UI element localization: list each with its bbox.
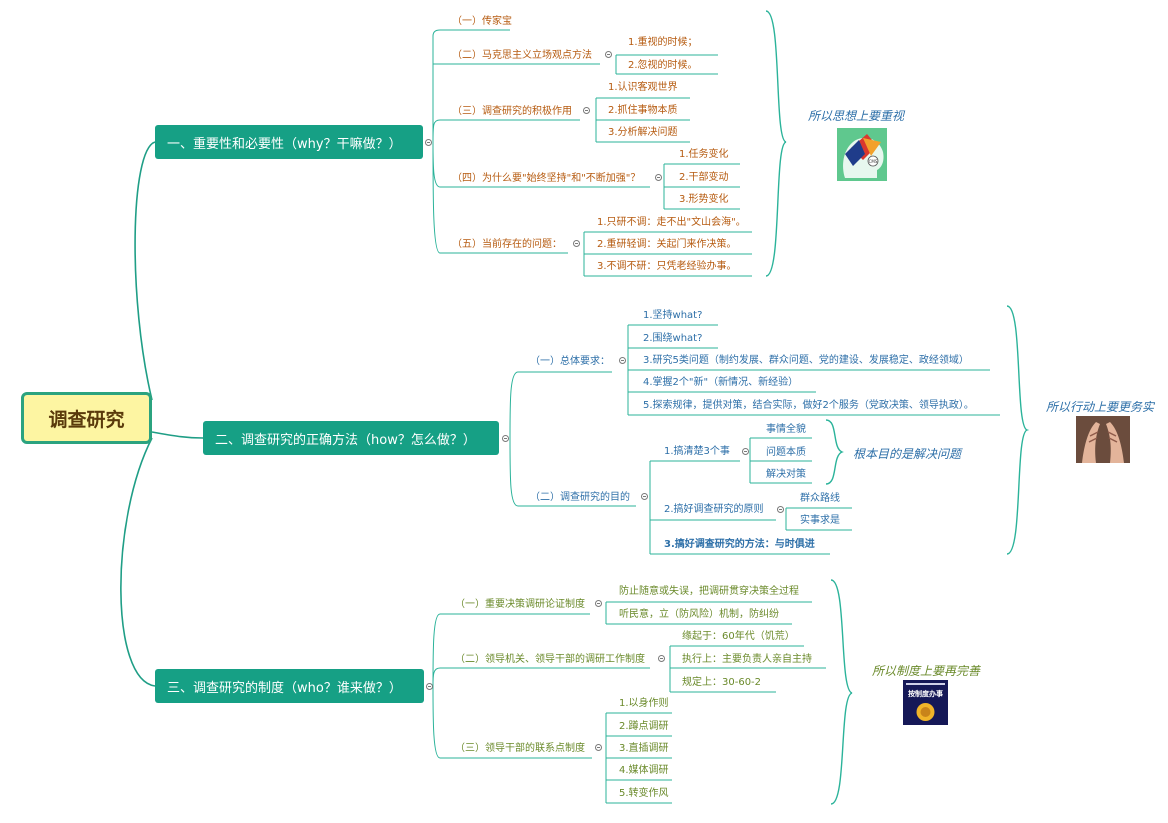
note-s1: 所以思想上要重视 bbox=[808, 109, 905, 123]
main-topic-methods[interactable]: 二、调查研究的正确方法（how？怎么做？） bbox=[203, 421, 499, 455]
topic-s1-3[interactable]: （三）调查研究的积极作用 bbox=[452, 106, 572, 117]
topic-s3-2-3[interactable]: 规定上：30-60-2 bbox=[682, 677, 762, 688]
topic-s2-2-1[interactable]: 1.搞清楚3个事 bbox=[664, 446, 730, 457]
topic-s2-1-2[interactable]: 2.围绕what? bbox=[643, 333, 703, 344]
collapse-toggle-icon[interactable] bbox=[641, 493, 648, 500]
collapse-toggle-icon[interactable] bbox=[583, 107, 590, 114]
topic-s1-5-3[interactable]: 3.不调不研：只凭老经验办事。 bbox=[597, 261, 737, 272]
main-topic-importance[interactable]: 一、重要性和必要性（why？干嘛做？） bbox=[155, 125, 423, 159]
root-topic[interactable]: 调查研究 bbox=[21, 392, 152, 444]
topic-s2-2-2[interactable]: 2.搞好调查研究的原则 bbox=[664, 504, 764, 515]
topic-s1-1[interactable]: （一）传家宝 bbox=[452, 16, 512, 27]
topic-s1-2[interactable]: （二）马克思主义立场观点方法 bbox=[452, 50, 592, 61]
topic-s3-3-2[interactable]: 2.蹲点调研 bbox=[619, 721, 669, 732]
topic-s2-1-5[interactable]: 5.探索规律，提供对策，结合实际，做好2个服务（党政决策、领导执政）。 bbox=[643, 400, 974, 411]
collapse-toggle-icon[interactable] bbox=[742, 448, 749, 455]
topic-s3-2-1[interactable]: 缘起于：60年代（饥荒） bbox=[682, 631, 795, 642]
topic-s1-2-1[interactable]: 1.重视的时候； bbox=[628, 37, 698, 48]
topic-s1-5-1[interactable]: 1.只研不调：走不出"文山会海"。 bbox=[597, 217, 746, 228]
topic-s3-3[interactable]: （三）领导干部的联系点制度 bbox=[455, 743, 585, 754]
topic-s1-3-2[interactable]: 2.抓住事物本质 bbox=[608, 105, 678, 116]
topic-s2-1[interactable]: （一）总体要求： bbox=[530, 356, 610, 367]
rules-book-image: 按制度办事 bbox=[903, 680, 948, 725]
collapse-toggle-icon[interactable] bbox=[777, 506, 784, 513]
brain-illustration-image: CMS bbox=[837, 128, 887, 181]
collapse-toggle-icon[interactable] bbox=[426, 683, 433, 690]
topic-s1-5[interactable]: （五）当前存在的问题： bbox=[452, 239, 562, 250]
topic-s1-4-2[interactable]: 2.干部变动 bbox=[679, 172, 729, 183]
topic-s1-3-3[interactable]: 3.分析解决问题 bbox=[608, 127, 678, 138]
img1-caption: CMS bbox=[869, 159, 878, 164]
topic-s2-1-1[interactable]: 1.坚持what? bbox=[643, 310, 703, 321]
topic-s1-3-1[interactable]: 1.认识客观世界 bbox=[608, 82, 678, 93]
topic-s3-3-5[interactable]: 5.转变作风 bbox=[619, 788, 669, 799]
collapse-toggle-icon[interactable] bbox=[595, 744, 602, 751]
topic-s2-2[interactable]: （二）调查研究的目的 bbox=[530, 492, 630, 503]
topic-s1-5-2[interactable]: 2.重研轻调：关起门来作决策。 bbox=[597, 239, 737, 250]
hands-photo-image bbox=[1076, 416, 1130, 463]
main-topic-system[interactable]: 三、调查研究的制度（who？谁来做？） bbox=[155, 669, 424, 703]
collapse-toggle-icon[interactable] bbox=[573, 240, 580, 247]
collapse-toggle-icon[interactable] bbox=[425, 139, 432, 146]
note-s3: 所以制度上要再完善 bbox=[872, 664, 981, 678]
topic-s2-2-3[interactable]: 3.搞好调查研究的方法：与时俱进 bbox=[664, 539, 815, 550]
topic-s1-2-2[interactable]: 2.忽视的时候。 bbox=[628, 60, 698, 71]
topic-s3-3-3[interactable]: 3.直插调研 bbox=[619, 743, 669, 754]
topic-s1-4-1[interactable]: 1.任务变化 bbox=[679, 149, 729, 160]
collapse-toggle-icon[interactable] bbox=[655, 174, 662, 181]
note-s2: 所以行动上要更务实 bbox=[1046, 400, 1155, 414]
topic-s2-1-4[interactable]: 4.掌握2个"新"（新情况、新经验） bbox=[643, 377, 799, 388]
topic-s2-1-3[interactable]: 3.研究5类问题（制约发展、群众问题、党的建设、发展稳定、政经领域） bbox=[643, 355, 969, 366]
topic-s3-3-1[interactable]: 1.以身作则 bbox=[619, 698, 669, 709]
topic-s2-2-1-1[interactable]: 事情全貌 bbox=[766, 424, 806, 435]
topic-s1-4[interactable]: （四）为什么要"始终坚持"和"不断加强"？ bbox=[452, 173, 641, 184]
topic-s2-2-2-1[interactable]: 群众路线 bbox=[800, 493, 840, 504]
collapse-toggle-icon[interactable] bbox=[658, 655, 665, 662]
collapse-toggle-icon[interactable] bbox=[619, 357, 626, 364]
note-s2-purpose: 根本目的是解决问题 bbox=[853, 447, 962, 461]
topic-s1-4-3[interactable]: 3.形势变化 bbox=[679, 194, 729, 205]
topic-s3-2[interactable]: （二）领导机关、领导干部的调研工作制度 bbox=[455, 654, 645, 665]
collapse-toggle-icon[interactable] bbox=[502, 435, 509, 442]
topic-s3-1[interactable]: （一）重要决策调研论证制度 bbox=[455, 599, 585, 610]
img3-caption: 按制度办事 bbox=[908, 689, 943, 698]
topic-s2-2-1-2[interactable]: 问题本质 bbox=[766, 447, 806, 458]
topic-s3-1-2[interactable]: 听民意，立（防风险）机制，防纠纷 bbox=[619, 609, 779, 620]
topic-s2-2-2-2[interactable]: 实事求是 bbox=[800, 515, 840, 526]
collapse-toggle-icon[interactable] bbox=[605, 51, 612, 58]
collapse-toggle-icon[interactable] bbox=[595, 600, 602, 607]
topic-s3-1-1[interactable]: 防止随意或失误，把调研贯穿决策全过程 bbox=[619, 586, 799, 597]
topic-s3-2-2[interactable]: 执行上：主要负责人亲自主持 bbox=[682, 654, 812, 665]
topic-s3-3-4[interactable]: 4.媒体调研 bbox=[619, 765, 669, 776]
topic-s2-2-1-3[interactable]: 解决对策 bbox=[766, 469, 806, 480]
